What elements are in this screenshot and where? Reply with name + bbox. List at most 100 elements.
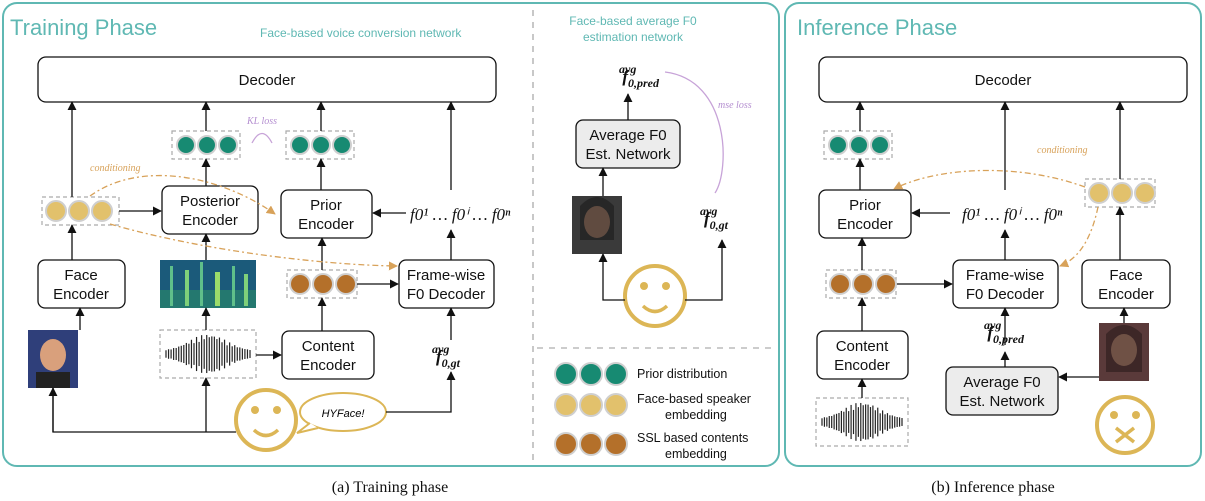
inference-waveform-lines — [821, 402, 903, 442]
inference-conditioning-arrow-2 — [1059, 206, 1099, 268]
speaker-dot — [68, 200, 90, 222]
training-framewise-line1: Frame-wise — [407, 267, 485, 284]
estimation-title-line2: estimation network — [583, 30, 684, 44]
prior-dot — [828, 135, 848, 155]
mse-loss-arc — [664, 71, 724, 194]
prior-dot — [197, 135, 217, 155]
training-conditioning-label: conditioning — [90, 163, 141, 174]
mse-loss-label: mse loss — [718, 100, 752, 111]
training-panel — [2, 2, 780, 467]
ssl-dot — [875, 273, 897, 295]
prior-dot — [290, 135, 310, 155]
speaker-dot — [1111, 182, 1133, 204]
caption-inference: (b) Inference phase — [931, 479, 1054, 496]
inference-estimation-line2: Est. Network — [959, 393, 1045, 410]
prior-dot — [870, 135, 890, 155]
legend-ssl-line2: embedding — [665, 447, 727, 461]
inference-prior-encoder-line1: Prior — [849, 197, 881, 214]
content-encoder-box — [281, 330, 375, 380]
ssl-dot — [312, 273, 334, 295]
legend-speaker-dot — [554, 393, 578, 417]
speaker-dot — [1088, 182, 1110, 204]
prior-dot — [849, 135, 869, 155]
inference-content-encoder-line1: Content — [836, 338, 889, 355]
ssl-dot — [829, 273, 851, 295]
prior-latent-dots — [290, 135, 352, 155]
legend-speaker-line2: embedding — [665, 408, 727, 422]
training-f0-sequence: f0¹ … f0ⁱ … f0ⁿ — [410, 205, 511, 224]
posterior-encoder-line2: Encoder — [182, 212, 238, 229]
content-encoder-line1: Content — [302, 338, 355, 355]
inference-face-image — [1099, 323, 1149, 381]
inference-content-encoder-line2: Encoder — [834, 357, 890, 374]
posterior-latent-dots — [176, 135, 238, 155]
training-framewise-line2: F0 Decoder — [407, 286, 485, 303]
training-conditioning-arrow-2 — [109, 223, 398, 271]
training-decoder-box — [37, 56, 497, 103]
training-title: Training Phase — [10, 15, 157, 40]
prior-dot — [218, 135, 238, 155]
inference-conditioning-arrow-1 — [893, 169, 1086, 190]
legend-ssl-dots — [554, 432, 628, 456]
training-waveform — [159, 329, 257, 379]
training-content-dots — [289, 273, 357, 295]
prior-encoder-line1: Prior — [310, 197, 342, 214]
kl-loss-label: KL loss — [246, 116, 277, 127]
legend-speaker-dot — [579, 393, 603, 417]
legend-prior-dots — [554, 362, 628, 386]
inference-face-encoder-line1: Face — [1109, 267, 1142, 284]
inference-framewise-line1: Frame-wise — [966, 267, 1044, 284]
inference-framewise-line2: F0 Decoder — [966, 286, 1044, 303]
legend-speaker-dots — [554, 393, 628, 417]
face-encoder-line1: Face — [64, 267, 97, 284]
legend-prior-dot — [554, 362, 578, 386]
estimation-f0-pred: f0,predavg — [619, 62, 660, 90]
legend-prior-dot — [579, 362, 603, 386]
estimation-title-line1: Face-based average F0 — [569, 14, 697, 28]
legend-prior-dot — [604, 362, 628, 386]
estimation-network-line1: Average F0 — [589, 127, 666, 144]
legend-speaker-dot — [604, 393, 628, 417]
ssl-dot — [852, 273, 874, 295]
legend-speaker-line1: Face-based speaker — [637, 392, 751, 406]
inference-prior-dots — [828, 135, 890, 155]
speech-bubble: HYFace! — [296, 392, 387, 434]
estimation-network-line2: Est. Network — [585, 146, 671, 163]
content-encoder-line2: Encoder — [300, 357, 356, 374]
speech-bubble-text: HYFace! — [322, 408, 365, 420]
legend: Prior distribution Face-based speaker em… — [554, 362, 751, 461]
ssl-dot — [289, 273, 311, 295]
legend-ssl-line1: SSL based contents — [637, 431, 748, 445]
legend-prior-label: Prior distribution — [637, 367, 727, 381]
inference-conditioning-label: conditioning — [1037, 145, 1088, 156]
estimation-f0-gt: f0,gtavg — [700, 204, 729, 232]
speaker-dot — [1134, 182, 1156, 204]
legend-ssl-dot — [604, 432, 628, 456]
training-waveform-lines — [165, 334, 251, 374]
estimation-face-image — [572, 196, 622, 254]
inference-muted-face-emoji — [1095, 395, 1155, 455]
inference-estimation-line1: Average F0 — [963, 374, 1040, 391]
inference-f0-sequence: f0¹ … f0ⁱ … f0ⁿ — [962, 205, 1063, 224]
caption-training: (a) Training phase — [332, 479, 448, 496]
training-speaker-face-emoji — [234, 388, 298, 452]
inference-title: Inference Phase — [797, 15, 957, 40]
inference-decoder-label: Decoder — [975, 72, 1032, 89]
ssl-dot — [335, 273, 357, 295]
training-subtitle: Face-based voice conversion network — [260, 26, 462, 40]
spectrogram-image — [160, 260, 256, 308]
inference-face-encoder-line2: Encoder — [1098, 286, 1154, 303]
posterior-encoder-line1: Posterior — [180, 193, 240, 210]
legend-ssl-dot — [554, 432, 578, 456]
training-decoder-label: Decoder — [239, 72, 296, 89]
estimation-face-emoji — [623, 264, 687, 328]
speaker-dot — [91, 200, 113, 222]
prior-encoder-line2: Encoder — [298, 216, 354, 233]
inference-prior-encoder-line2: Encoder — [837, 216, 893, 233]
training-conditioning-arrow-1 — [89, 174, 276, 215]
inference-estimation-box — [945, 366, 1059, 416]
training-face-image — [28, 330, 78, 388]
speaker-dot — [45, 200, 67, 222]
prior-dot — [311, 135, 331, 155]
